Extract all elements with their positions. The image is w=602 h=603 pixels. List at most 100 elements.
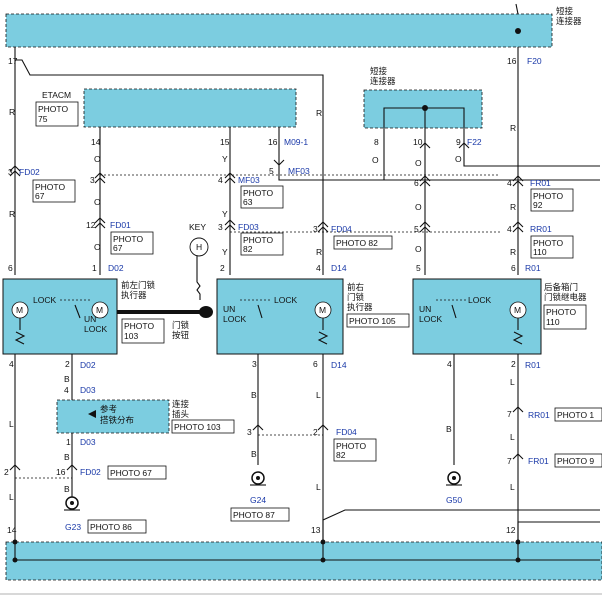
gm-fd04: FD04 — [336, 427, 357, 437]
top-right-pin: 16 — [507, 56, 517, 66]
fr-photo-box — [346, 313, 410, 328]
fd01-photo-line2: 67 — [113, 243, 123, 253]
ref-arrow-icon — [88, 410, 96, 418]
rc-rr01: RR01 — [528, 410, 550, 420]
fd01-chevron-2 — [94, 222, 106, 229]
fl-switch — [74, 304, 81, 319]
g23-photo-box — [87, 519, 147, 534]
fr-name-2: 门锁 — [347, 292, 365, 303]
rear-photo-box — [543, 304, 587, 330]
wire-r-fr: R — [316, 247, 322, 257]
gm-photo-1: PHOTO — [336, 441, 366, 451]
left-d02: D02 — [108, 263, 124, 273]
rc-photo-box-1 — [554, 407, 602, 422]
wire-l-rear2: L — [510, 432, 515, 442]
rear-resistor — [512, 318, 524, 345]
short10-chevron — [419, 142, 431, 149]
ref-text-1: 参考 — [100, 404, 117, 415]
etacm-pin-14: 14 — [91, 137, 101, 147]
fr-d14-bottom: D14 — [331, 360, 347, 370]
gm-chev — [317, 424, 329, 431]
top-connector-label-1: 短接 — [556, 6, 574, 17]
gl-chev-2 — [66, 464, 78, 471]
etacm-name: ETACM — [42, 90, 71, 100]
etacm-photo-box — [35, 101, 79, 127]
photo92-line1: PHOTO — [533, 191, 563, 201]
rear-pin-6: 6 — [414, 178, 419, 188]
fl-d03: D03 — [80, 385, 96, 395]
y-chevron-4 — [224, 224, 236, 231]
fd04-photo-box — [333, 235, 393, 250]
o-chevron-2 — [94, 177, 106, 184]
ref-photo-box — [171, 419, 235, 434]
y-chevron-3 — [224, 219, 236, 226]
wire-o-9: O — [455, 154, 462, 164]
ref-box — [56, 399, 170, 434]
rc-pin-12: 12 — [506, 525, 516, 535]
rear-chev-4 — [419, 226, 431, 233]
fr-photo: PHOTO 105 — [349, 316, 396, 326]
fr-fd04: FD04 — [331, 224, 352, 234]
rear-fr01: FR01 — [530, 178, 551, 188]
photo92-box — [530, 188, 574, 212]
wire-l-fr2: L — [316, 482, 321, 492]
wire-l-rear: L — [510, 377, 515, 387]
etacm-mf-pin: 5 — [269, 166, 274, 176]
rear-unlock-2: LOCK — [419, 314, 442, 324]
fr-chev-b — [252, 424, 264, 431]
wire-o-2: O — [94, 197, 101, 207]
wire-r-right3: R — [510, 247, 516, 257]
rc-fr01: FR01 — [528, 456, 549, 466]
key-symbol: H — [196, 242, 202, 252]
rear-switch — [451, 304, 457, 319]
fd04-chevron-2 — [317, 226, 329, 233]
gl-photo-box — [107, 465, 167, 480]
fd01-photo-line1: PHOTO — [113, 234, 143, 244]
m09-chevron — [273, 159, 285, 166]
pin-3-left-o: 3 — [90, 175, 95, 185]
left-photo67-line2: 67 — [35, 191, 45, 201]
y-chevron-1 — [224, 172, 236, 179]
rear-motor-m: M — [514, 305, 521, 315]
right-pin-4b: 4 — [507, 224, 512, 234]
bus-node-4 — [12, 557, 18, 563]
wire-b-rear: B — [446, 424, 452, 434]
fr-mf03: MF03 — [238, 175, 260, 185]
key-icon — [189, 237, 209, 257]
fl-knob-2: 按钮 — [172, 330, 190, 341]
fd01-chevron-1 — [94, 217, 106, 224]
wire-l-2: L — [9, 492, 14, 502]
fl-unlock-1: UN — [84, 314, 96, 324]
fl-unlock-2: LOCK — [84, 324, 107, 334]
short-pin-8: 8 — [374, 137, 379, 147]
fr-motor-m: M — [319, 305, 326, 315]
top-bus — [5, 13, 553, 48]
rear-photo-1: PHOTO — [546, 307, 576, 317]
top-left-pin: 17 — [8, 56, 18, 66]
short9-chevron — [458, 142, 470, 149]
photo63-box — [240, 185, 284, 209]
rear-pin-2: 2 — [511, 359, 516, 369]
g50-label: G50 — [446, 495, 462, 505]
rear-top-pin-6: 6 — [511, 263, 516, 273]
fl-lock: LOCK — [33, 295, 56, 305]
left-photo67-box — [32, 179, 76, 203]
wire-b-g2: B — [64, 484, 70, 494]
wire-r-mid: R — [316, 108, 322, 118]
fd04-photo: PHOTO 82 — [336, 238, 378, 248]
gm-photo-box — [333, 438, 377, 462]
fr-switch — [257, 304, 263, 319]
wire-o-3: O — [94, 242, 101, 252]
left-pin-3: 3 — [8, 167, 13, 177]
fl-d02-bottom: D02 — [80, 360, 96, 370]
ref-text-2: 搭铁分布 — [100, 415, 134, 426]
short-9-wire — [463, 128, 600, 167]
gl-chev — [9, 464, 21, 471]
gl-fd02: FD02 — [80, 467, 101, 477]
ref-pin-1: 1 — [66, 437, 71, 447]
rear-photo-2: 110 — [546, 317, 560, 327]
fl-b-wire: B — [64, 374, 70, 384]
rc-pin-7a: 7 — [507, 409, 512, 419]
rear-rr01: RR01 — [530, 224, 552, 234]
bottom-bus — [5, 541, 602, 581]
